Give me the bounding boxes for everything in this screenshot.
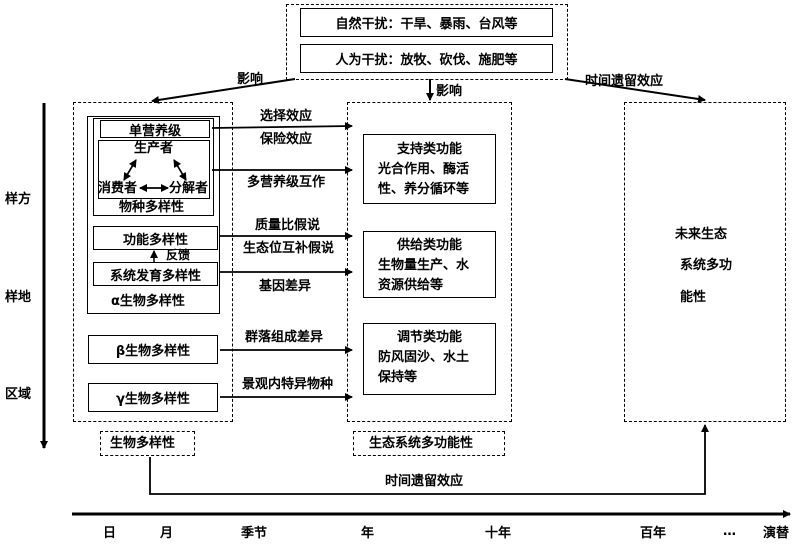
- time-label-season: 季节: [241, 526, 268, 541]
- single-trophic-box: 单营养级: [100, 120, 210, 139]
- foodweb-arrow-left-b: [123, 159, 137, 181]
- supply-function-box: [363, 231, 496, 298]
- influence-label-left: 影响: [237, 72, 264, 87]
- future-panel: [624, 102, 786, 422]
- time-label-year: 年: [361, 526, 375, 541]
- producer-label: 生产者: [134, 141, 174, 156]
- supply-function-line1: 生物量生产、水: [378, 258, 470, 273]
- mechanism-niche: 生态位互补假说: [243, 241, 335, 256]
- arrow-selection: [211, 122, 353, 131]
- mechanism-multitrophic: 多营养级互作: [247, 175, 326, 190]
- regulation-function-line1: 防风固沙、水土: [378, 350, 470, 365]
- legacy-loop: [149, 424, 709, 495]
- regulation-function-line2: 保持等: [378, 370, 418, 385]
- legacy-arrow-top: [564, 78, 706, 103]
- mechanism-selection: 选择效应: [260, 109, 313, 124]
- time-label-century: 百年: [640, 526, 667, 541]
- multifunctionality-footer-box: [353, 431, 505, 456]
- support-function-line1: 光合作用、酶活: [378, 162, 470, 177]
- future-line2: 系统多功: [680, 258, 733, 273]
- drivers-panel: [286, 4, 568, 80]
- mechanism-gene-diff: 基因差异: [259, 279, 312, 294]
- scale-label-plot: 样地: [5, 290, 32, 305]
- biodiversity-footer-label: 生物多样性: [110, 436, 176, 451]
- future-line3: 能性: [680, 290, 707, 305]
- time-label-day: 日: [103, 526, 117, 541]
- supply-function-line2: 资源供给等: [378, 278, 444, 293]
- alpha-diversity-label: α生物多样性: [111, 294, 185, 309]
- decomposer-label: 分解者: [169, 181, 209, 196]
- time-label-month: 月: [160, 526, 174, 541]
- regulation-function-title: 调节类功能: [396, 330, 462, 345]
- alpha-diversity-group: [87, 116, 220, 314]
- mechanism-mass-ratio: 质量比假说: [255, 218, 321, 233]
- natural-disturbance-box: 自然干扰：干旱、暴雨、台风等: [300, 8, 553, 37]
- time-label-decade: 十年: [485, 526, 512, 541]
- consumer-label: 消费者: [98, 181, 138, 196]
- time-label-ellipsis: …: [723, 524, 736, 539]
- support-function-line2: 性、养分循环等: [378, 182, 470, 197]
- functional-diversity-box: 功能多样性: [93, 226, 218, 250]
- phylogenetic-diversity-box: 系统发育多样性: [93, 262, 218, 286]
- species-diversity-group: [93, 118, 214, 216]
- scale-label-region: 区域: [5, 387, 32, 402]
- human-disturbance-box: 人为干扰：放牧、砍伐、施肥等: [300, 44, 553, 73]
- multifunctionality-footer-label: 生态系统多功能性: [369, 436, 474, 451]
- influence-label-mid: 影响: [436, 84, 463, 99]
- mechanism-insurance: 保险效应: [260, 132, 313, 147]
- scale-label-quadrat: 样方: [5, 192, 32, 207]
- support-function-title: 支持类功能: [396, 142, 462, 157]
- ecosystem-function-panel: [347, 102, 512, 422]
- foodweb-arrow-right-b: [173, 159, 187, 181]
- mechanism-community: 群落组成差异: [245, 330, 324, 345]
- beta-diversity-box: β生物多样性: [88, 335, 218, 364]
- mechanism-landscape: 景观内特异物种: [242, 377, 334, 392]
- gamma-diversity-box: γ生物多样性: [88, 383, 218, 412]
- species-diversity-label: 物种多样性: [119, 200, 185, 215]
- foodweb-box: [98, 140, 210, 199]
- regulation-function-box: [363, 323, 496, 395]
- supply-function-title: 供给类功能: [396, 238, 462, 253]
- feedback-label: 反馈: [166, 248, 191, 262]
- biodiversity-panel: [73, 102, 233, 422]
- future-line1: 未来生态: [675, 227, 728, 242]
- legacy-label-bottom: 时间遗留效应: [385, 474, 464, 489]
- time-label-succession: 演替: [763, 526, 790, 541]
- legacy-label-top: 时间遗留效应: [585, 74, 664, 89]
- support-function-box: [363, 134, 496, 204]
- influence-arrow-left: [151, 78, 296, 104]
- biodiversity-footer-box: [100, 431, 195, 456]
